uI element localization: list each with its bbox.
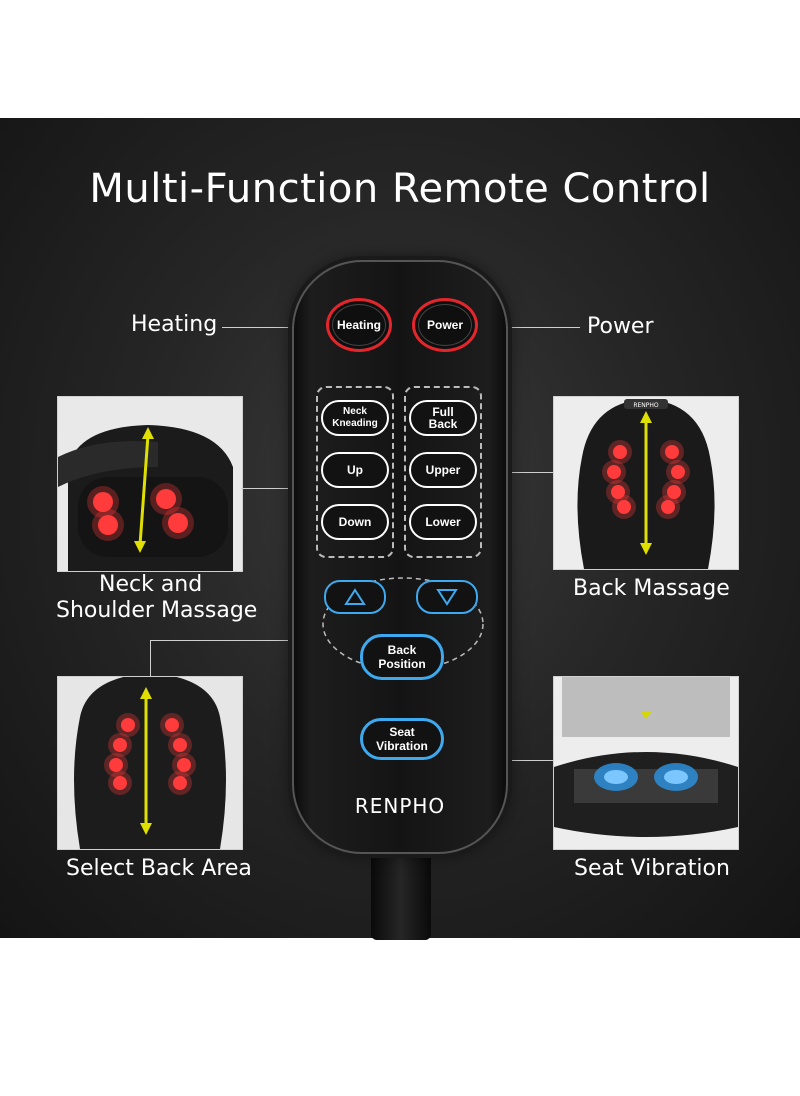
triangle-down-icon [436,589,458,606]
thumbnail-brand-logo: RENPHO [633,402,659,409]
neck-massager-illustration [58,397,242,571]
full-back-label-1: Full [432,405,454,419]
select-area-callout-hline [150,640,320,641]
select-back-area-thumbnail [57,676,243,850]
back-position-label-2: Position [378,657,426,671]
seat-vibration-callout: Seat Vibration [574,856,730,881]
arrow-down-button[interactable] [416,580,478,614]
heating-button[interactable]: Heating [326,298,392,352]
power-button[interactable]: Power [412,298,478,352]
neck-massage-thumbnail [57,396,243,572]
select-back-area-callout: Select Back Area [66,856,252,881]
seat-vibration-illustration [554,677,738,849]
product-panel: Multi-Function Remote Control Heating Po… [0,118,800,940]
power-callout: Power [587,314,654,339]
seat-vibration-thumbnail [553,676,739,850]
power-callout-line [482,327,580,328]
triangle-up-icon [344,588,366,605]
neck-callout-line1: Neck and [99,572,203,597]
full-back-label-2: Back [428,417,458,431]
back-area-illustration [58,677,242,849]
neck-up-button[interactable]: Up [321,452,389,488]
back-callout-line [488,472,553,473]
back-massage-thumbnail: RENPHO [553,396,739,570]
select-area-callout-vline [150,640,151,676]
remote-cable [371,850,431,940]
arrow-up-button[interactable] [324,580,386,614]
heating-callout: Heating [131,312,218,337]
upper-button[interactable]: Upper [409,452,477,488]
lower-button[interactable]: Lower [409,504,477,540]
neck-kneading-label-1: Neck [343,406,367,417]
seat-vibration-label-1: Seat [389,725,415,739]
back-position-label-1: Back [387,643,417,657]
brand-logo: RENPHO [354,794,446,818]
back-button-group [404,386,482,558]
back-massager-illustration: RENPHO [554,397,738,569]
seat-vibration-label-2: Vibration [376,739,428,753]
neck-button-group [316,386,394,558]
heating-callout-line [222,327,320,328]
neck-callout-line2: Shoulder Massage [56,598,258,623]
page-title: Multi-Function Remote Control [89,166,711,212]
neck-down-button[interactable]: Down [321,504,389,540]
back-massage-callout: Back Massage [573,576,730,601]
neck-kneading-label-2: Kneading [332,418,378,429]
neck-callout-line [241,488,319,489]
